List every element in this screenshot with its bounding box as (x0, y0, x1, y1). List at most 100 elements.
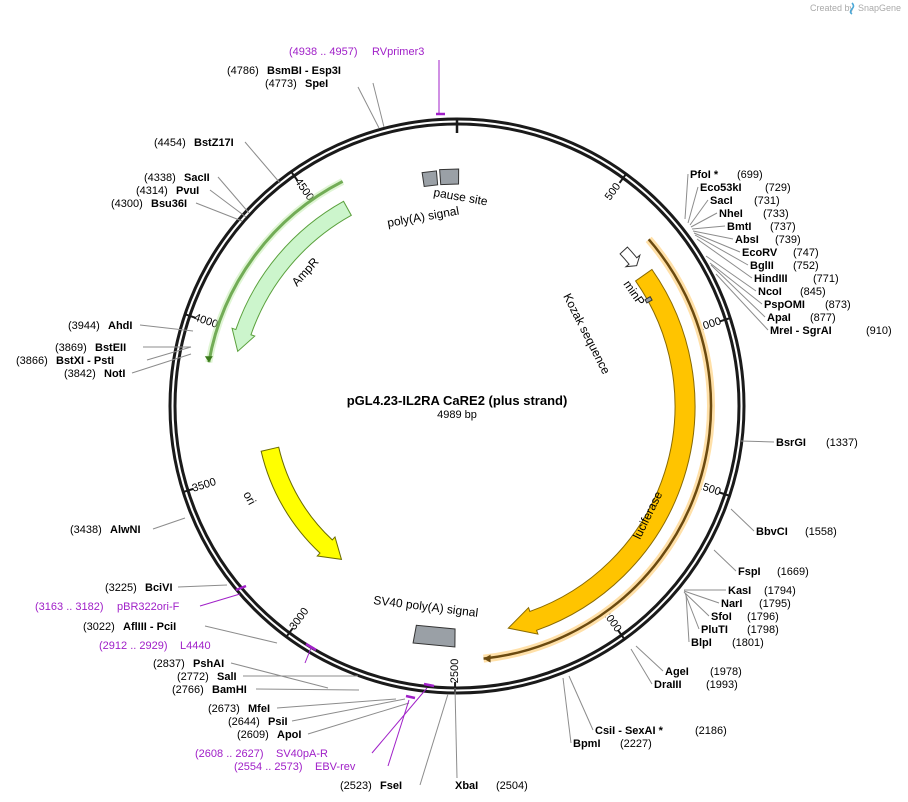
primer-leader-line (387, 699, 410, 767)
tick-label: 3000 (287, 606, 311, 633)
site-label[interactable]: NheI (719, 208, 743, 220)
ampr-feature-arrow[interactable] (231, 200, 352, 353)
site-label[interactable]: MfeI (248, 703, 270, 715)
site-label[interactable]: BamHI (212, 684, 247, 696)
site-label[interactable]: SacI (710, 195, 733, 207)
site-label[interactable]: NotI (104, 368, 125, 380)
site-label[interactable]: PshAI (193, 658, 224, 670)
ori-feature-arrow[interactable] (260, 446, 343, 560)
site-label[interactable]: BstEII (95, 342, 126, 354)
leader-line (696, 238, 753, 279)
site-position: (3869) (55, 342, 87, 354)
site-label[interactable]: Bsu36I (151, 198, 187, 210)
site-label[interactable]: BmtI (727, 221, 751, 233)
site-label[interactable]: BsmBI - Esp3I (267, 65, 341, 77)
site-position: (3022) (83, 621, 115, 633)
site-label[interactable]: AgeI (665, 666, 689, 678)
primer-binding-mark[interactable] (423, 682, 435, 688)
site-label[interactable]: BsrGI (776, 437, 806, 449)
leader-line (690, 212, 718, 228)
site-position: (1795) (759, 598, 791, 610)
polya-feature-box[interactable] (421, 170, 439, 187)
site-label[interactable]: PsiI (268, 716, 288, 728)
tick-mark (289, 170, 299, 182)
site-label[interactable]: AhdI (108, 320, 132, 332)
primer-label[interactable]: SV40pA-R (276, 748, 328, 760)
sites-left: (4786)BsmBI - Esp3I (4773)SpeI (4454)Bst… (16, 65, 402, 792)
tick-mark (719, 316, 732, 323)
site-label[interactable]: PluTI (701, 624, 728, 636)
primer-range: (2608 .. 2627) (195, 748, 264, 760)
leader-line (705, 255, 757, 292)
ampr-orf-arrowhead (204, 356, 213, 363)
tick-label: 500 (603, 181, 624, 203)
primer-binding-mark[interactable] (405, 694, 416, 700)
primers: (4938 .. 4957)RVprimer3 (3163 .. 3182)pB… (35, 46, 424, 773)
primer-binding-mark[interactable] (305, 642, 317, 652)
site-label[interactable]: DraIII (654, 679, 682, 691)
leader-line (244, 141, 281, 184)
site-position: (2227) (620, 738, 652, 750)
primer-label[interactable]: EBV-rev (315, 761, 356, 773)
site-position: (737) (770, 221, 796, 233)
kozak-feature-box[interactable] (644, 295, 653, 304)
leader-line (685, 593, 690, 643)
site-label[interactable]: AbsI (735, 234, 759, 246)
site-label[interactable]: FspI (738, 566, 761, 578)
site-label[interactable]: HindIII (754, 273, 788, 285)
site-label[interactable]: BstXI - PstI (56, 355, 114, 367)
luciferase-feature-arrow[interactable] (507, 268, 696, 635)
site-label[interactable]: FseI (380, 780, 402, 792)
minp-feature-arrow[interactable] (619, 246, 641, 268)
site-label[interactable]: ApaI (767, 312, 791, 324)
site-label[interactable]: CsiI - SexAI * (595, 725, 664, 737)
primer-label[interactable]: RVprimer3 (372, 46, 424, 58)
pause-site-feature-box[interactable] (439, 168, 460, 186)
leader-line (146, 346, 192, 361)
site-label[interactable]: PspOMI (764, 299, 805, 311)
site-label[interactable]: Eco53kI (700, 182, 742, 194)
site-position: (3225) (105, 582, 137, 594)
site-position: (2609) (237, 729, 269, 741)
tick-label: 3500 (191, 476, 218, 495)
leader-line (255, 688, 360, 691)
site-label[interactable]: BglII (750, 260, 774, 272)
site-label[interactable]: BciVI (145, 582, 173, 594)
site-label[interactable]: MreI - SgrAI (770, 325, 832, 337)
site-label[interactable]: BpmI (573, 738, 601, 750)
site-label[interactable]: NcoI (758, 286, 782, 298)
leader-line (152, 517, 186, 530)
site-label[interactable]: NarI (721, 598, 742, 610)
site-label[interactable]: SacII (184, 172, 210, 184)
site-label[interactable]: SpeI (305, 78, 328, 90)
site-label[interactable]: BstZ17I (194, 137, 234, 149)
site-label[interactable]: BbvCI (756, 526, 788, 538)
site-label[interactable]: SalI (217, 671, 237, 683)
site-label[interactable]: XbaI (455, 780, 478, 792)
leader-lines (131, 60, 775, 786)
site-label[interactable]: PvuI (176, 185, 199, 197)
site-label[interactable]: EcoRV (742, 247, 778, 259)
tick-mark (284, 627, 294, 639)
site-label[interactable]: SfoI (711, 611, 732, 623)
luciferase-orf-line (483, 238, 713, 660)
site-position: (699) (737, 169, 763, 181)
primer-label[interactable]: L4440 (180, 640, 211, 652)
site-position: (1794) (764, 585, 796, 597)
primer-label[interactable]: pBR322ori-F (117, 601, 180, 613)
plasmid-name: pGL4.23-IL2RA CaRE2 (plus strand) (347, 393, 568, 408)
site-position: (729) (765, 182, 791, 194)
site-label[interactable]: PfoI * (690, 169, 719, 181)
sv40-feature-box[interactable] (412, 624, 456, 648)
site-label[interactable]: KasI (728, 585, 751, 597)
site-label[interactable]: ApoI (277, 729, 301, 741)
site-label[interactable]: BlpI (691, 637, 712, 649)
primer-binding-mark[interactable] (235, 584, 247, 592)
primer-leader-line (199, 593, 241, 607)
site-label[interactable]: AlwNI (110, 524, 141, 536)
backbone (168, 117, 746, 695)
site-position: (3866) (16, 355, 48, 367)
site-label[interactable]: AflIII - PciI (123, 621, 176, 633)
site-position: (771) (813, 273, 839, 285)
